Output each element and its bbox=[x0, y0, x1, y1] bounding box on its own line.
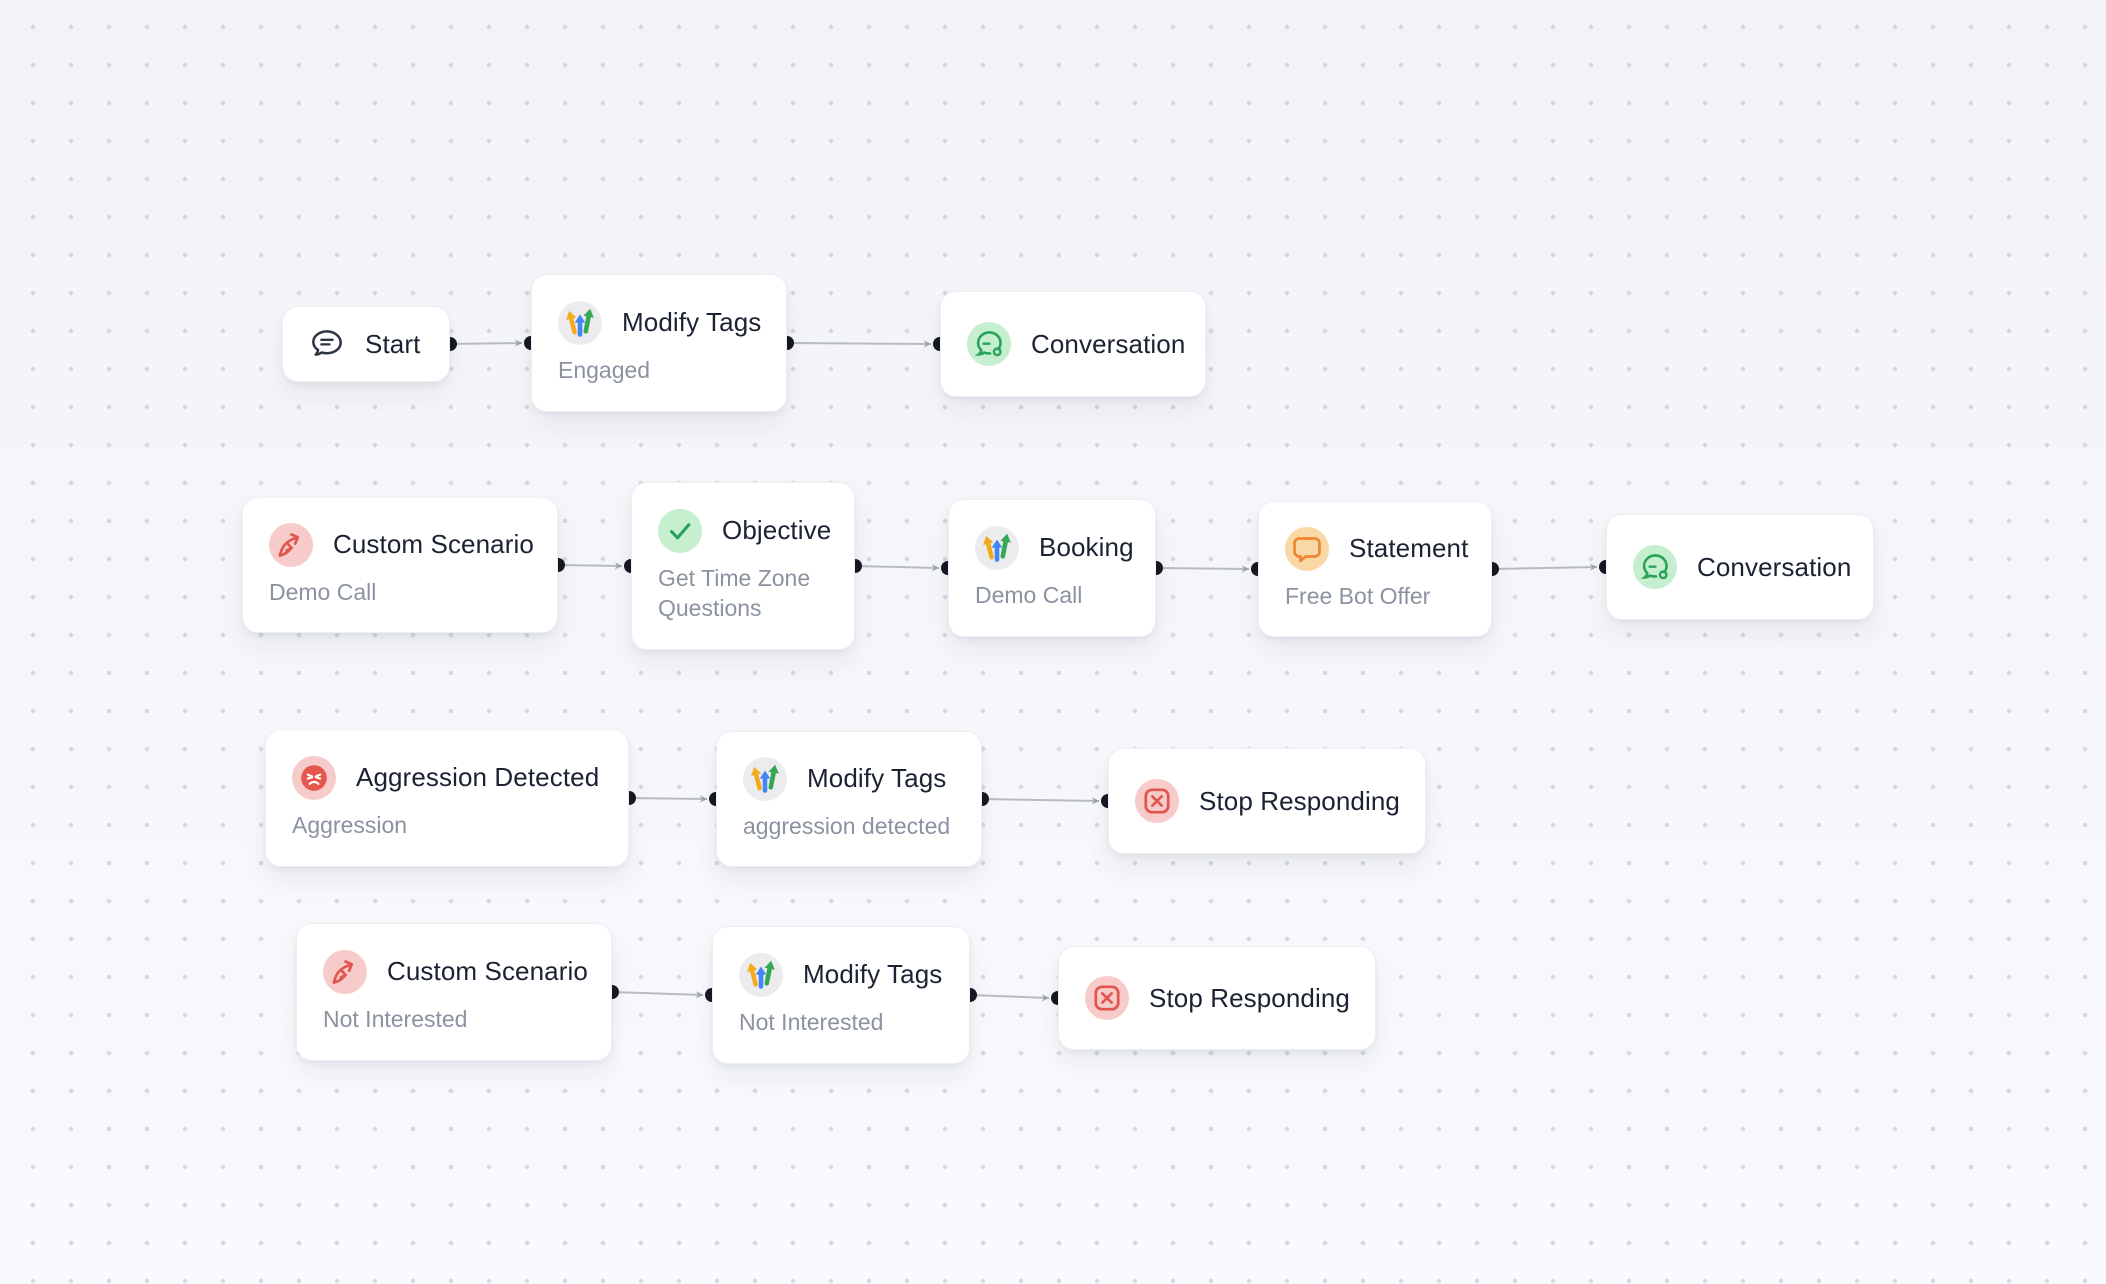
node-title: Stop Responding bbox=[1149, 982, 1350, 1013]
modify-tags-icon bbox=[743, 756, 787, 801]
edge bbox=[449, 339, 523, 347]
node-subtitle: Get Time Zone Questions bbox=[658, 564, 811, 621]
node-title: Aggression Detected bbox=[356, 762, 600, 793]
conversation-icon bbox=[1633, 545, 1677, 589]
edge bbox=[854, 564, 940, 572]
edge bbox=[1155, 565, 1250, 573]
node-statement-free-bot-offer[interactable]: Statement Free Bot Offer bbox=[1258, 501, 1492, 637]
node-custom-scenario-demo-call[interactable]: Custom Scenario Demo Call bbox=[242, 497, 558, 633]
node-subtitle: Demo Call bbox=[269, 578, 377, 605]
node-title: Booking bbox=[1039, 532, 1134, 563]
custom-scenario-icon bbox=[269, 522, 313, 567]
node-conversation-1[interactable]: Conversation bbox=[940, 291, 1206, 397]
node-title: Custom Scenario bbox=[387, 956, 588, 987]
node-modify-tags-engaged[interactable]: Modify Tags Engaged bbox=[531, 274, 787, 412]
node-subtitle: Free Bot Offer bbox=[1285, 582, 1431, 609]
node-title: Modify Tags bbox=[803, 959, 943, 990]
node-stop-responding-1[interactable]: Stop Responding bbox=[1108, 748, 1426, 854]
edge bbox=[611, 991, 704, 999]
modify-tags-icon bbox=[558, 300, 602, 345]
node-title: Conversation bbox=[1031, 328, 1186, 359]
edge bbox=[628, 795, 708, 803]
node-title: Modify Tags bbox=[622, 307, 762, 338]
modify-tags-icon bbox=[739, 952, 783, 997]
booking-icon bbox=[975, 525, 1019, 570]
edge bbox=[981, 797, 1100, 805]
conversation-icon bbox=[967, 322, 1011, 366]
statement-icon bbox=[1285, 526, 1329, 571]
custom-scenario-icon bbox=[323, 949, 367, 994]
chat-bubble-icon bbox=[309, 326, 345, 362]
node-modify-tags-aggression[interactable]: Modify Tags aggression detected bbox=[716, 731, 982, 867]
edge bbox=[786, 340, 932, 348]
edge bbox=[557, 562, 623, 570]
node-subtitle: Not Interested bbox=[323, 1005, 468, 1032]
node-stop-responding-2[interactable]: Stop Responding bbox=[1058, 946, 1376, 1050]
node-title: Objective bbox=[722, 515, 832, 546]
edge bbox=[969, 994, 1050, 1002]
node-title: Modify Tags bbox=[807, 763, 947, 794]
node-start[interactable]: Start bbox=[282, 306, 450, 382]
angry-face-icon bbox=[292, 755, 336, 800]
node-subtitle: Aggression bbox=[292, 811, 408, 838]
node-conversation-2[interactable]: Conversation bbox=[1606, 514, 1874, 620]
edge bbox=[1491, 563, 1598, 571]
stop-x-icon bbox=[1135, 779, 1179, 823]
objective-check-icon bbox=[658, 508, 702, 553]
node-objective[interactable]: Objective Get Time Zone Questions bbox=[631, 482, 855, 650]
node-title: Conversation bbox=[1697, 551, 1852, 582]
node-booking-demo-call[interactable]: Booking Demo Call bbox=[948, 499, 1156, 637]
node-subtitle: aggression detected bbox=[743, 812, 951, 839]
stop-x-icon bbox=[1085, 976, 1129, 1020]
node-aggression-detected[interactable]: Aggression Detected Aggression bbox=[265, 729, 629, 867]
node-subtitle: Engaged bbox=[558, 356, 651, 383]
node-title: Statement bbox=[1349, 533, 1469, 564]
node-subtitle: Not Interested bbox=[739, 1008, 884, 1035]
node-title: Stop Responding bbox=[1199, 785, 1400, 816]
node-modify-tags-not-interested[interactable]: Modify Tags Not Interested bbox=[712, 926, 970, 1064]
node-title: Custom Scenario bbox=[333, 529, 534, 560]
node-custom-scenario-not-interested[interactable]: Custom Scenario Not Interested bbox=[296, 923, 612, 1061]
node-subtitle: Demo Call bbox=[975, 581, 1083, 608]
node-title: Start bbox=[365, 328, 421, 359]
